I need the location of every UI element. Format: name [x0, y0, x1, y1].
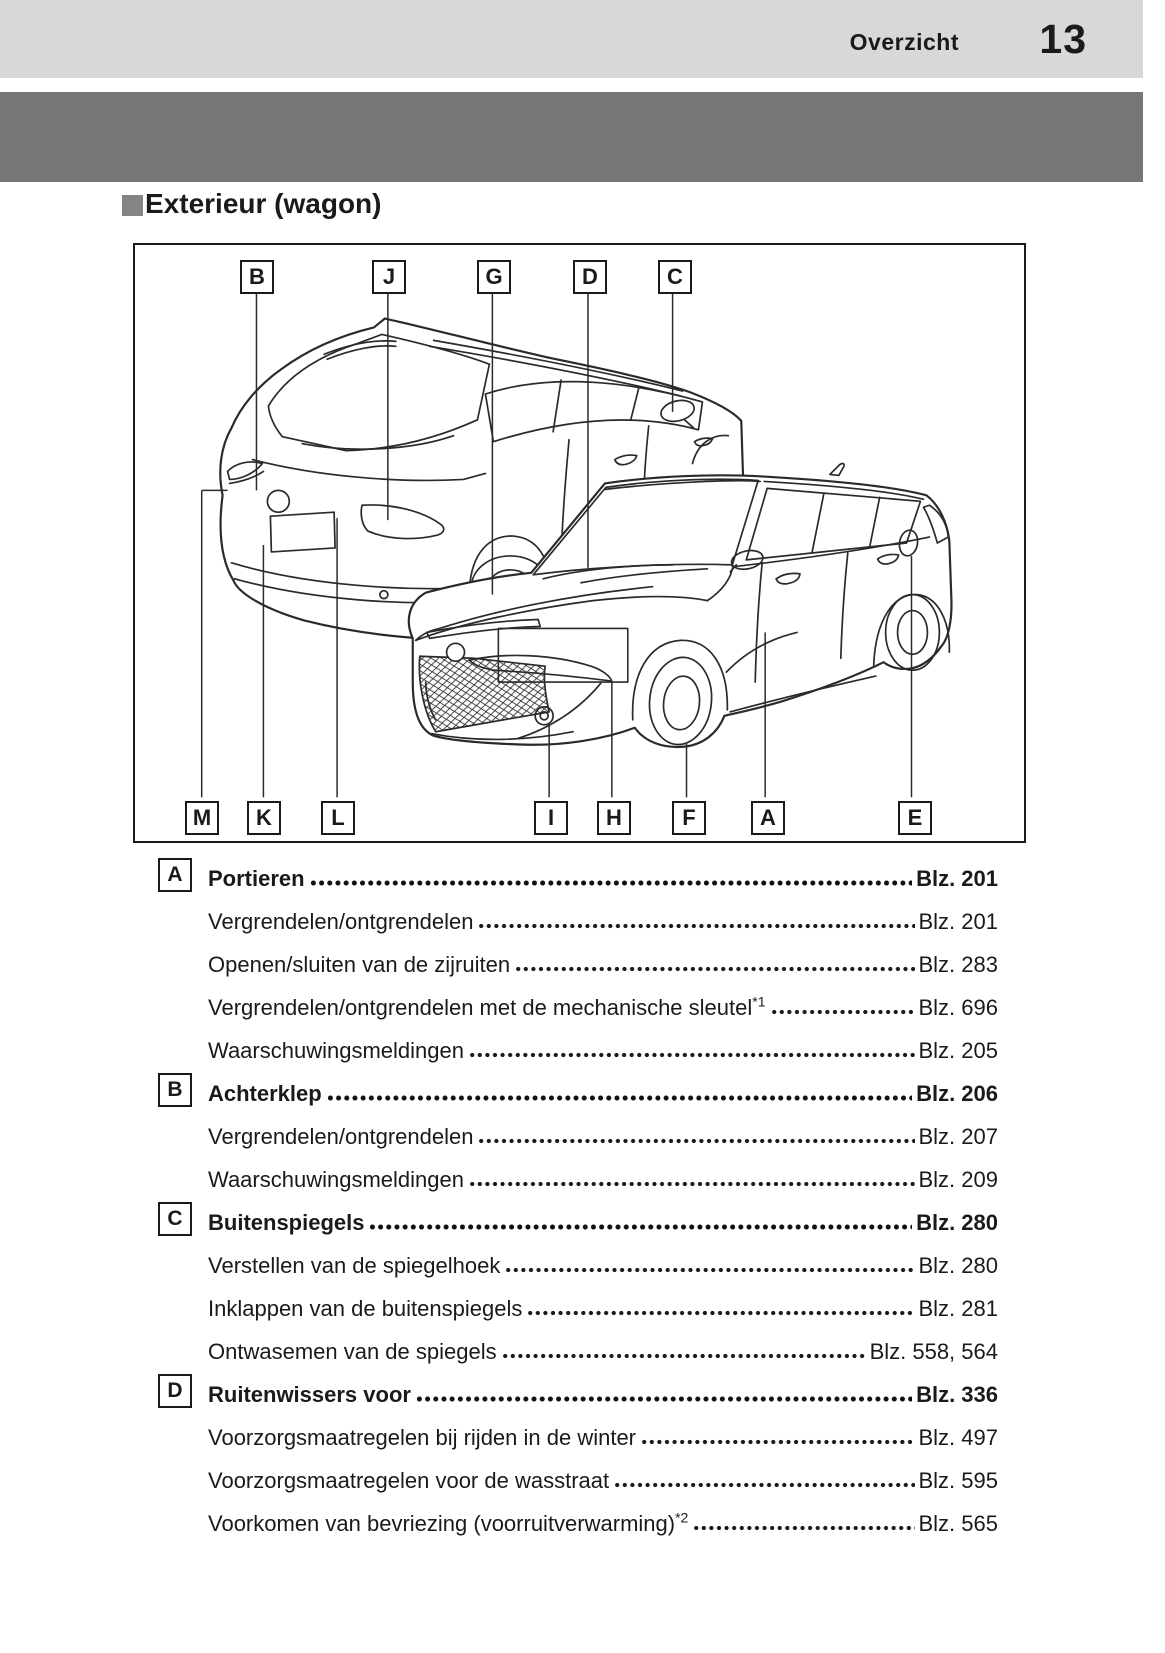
diagram-label-M: M — [185, 801, 219, 835]
section-title-text: Exterieur (wagon) — [145, 188, 382, 219]
dot-leader — [468, 1050, 915, 1060]
footnote-marker: *1 — [752, 993, 766, 1010]
header-page-number: 13 — [1039, 16, 1087, 62]
toc-entry-page: Blz. 283 — [918, 951, 999, 977]
toc-item-row: Voorzorgsmaatregelen bij rijden in de wi… — [208, 1413, 998, 1456]
toc-entry-page: Blz. 207 — [918, 1123, 999, 1149]
toc-entry-label: Voorzorgsmaatregelen bij rijden in de wi… — [208, 1424, 637, 1450]
toc-entry-page: Blz. 280 — [918, 1252, 999, 1278]
toc-item-row: Waarschuwingsmeldingen Blz. 205 — [208, 1026, 998, 1069]
dot-leader — [415, 1394, 913, 1404]
dot-leader — [326, 1093, 913, 1103]
toc-section-row: A Portieren Blz. 201 — [158, 854, 998, 897]
dot-leader — [369, 1222, 913, 1232]
toc-entry-label: Achterklep — [208, 1080, 322, 1106]
dot-leader — [309, 878, 913, 888]
diagram-label-L: L — [321, 801, 355, 835]
toc-item-row: Openen/sluiten van de zijruiten Blz. 283 — [208, 940, 998, 983]
toc-item-row: Vergrendelen/ontgrendelen Blz. 207 — [208, 1112, 998, 1155]
dot-leader — [468, 1179, 915, 1189]
dot-leader — [527, 1308, 915, 1318]
dot-leader — [478, 921, 915, 931]
toc-section-row: C Buitenspiegels Blz. 280 — [158, 1198, 998, 1241]
toc-item-row: Vergrendelen/ontgrendelen Blz. 201 — [208, 897, 998, 940]
toc-entry-label: Inklappen van de buitenspiegels — [208, 1295, 523, 1321]
diagram-label-F: F — [672, 801, 706, 835]
toc-entry-page: Blz. 201 — [916, 865, 998, 891]
toc-entry-page: Blz. 206 — [916, 1080, 998, 1106]
leader-lines — [200, 293, 913, 798]
toc-entry-label: Waarschuwingsmeldingen — [208, 1166, 464, 1192]
diagram-key-letter: D — [158, 1374, 192, 1408]
dot-leader — [693, 1523, 915, 1533]
toc-section-row: D Ruitenwissers voor Blz. 336 — [158, 1370, 998, 1413]
dot-leader — [641, 1437, 915, 1447]
toc-entry-label: Vergrendelen/ontgrendelen — [208, 1123, 474, 1149]
dot-leader — [478, 1136, 915, 1146]
footnote-marker: *2 — [675, 1509, 689, 1526]
toc-entry-page: Blz. 595 — [918, 1467, 999, 1493]
diagram-label-K: K — [247, 801, 281, 835]
toc-entry-page: Blz. 497 — [918, 1424, 999, 1450]
toc-entry-label: Buitenspiegels — [208, 1209, 365, 1235]
toc-entry-label: Openen/sluiten van de zijruiten — [208, 951, 511, 977]
toc-item-row: Inklappen van de buitenspiegels Blz. 281 — [208, 1284, 998, 1327]
toc-entry-page: Blz. 281 — [918, 1295, 999, 1321]
chapter-banner — [0, 92, 1143, 182]
diagram-label-I: I — [534, 801, 568, 835]
dot-leader — [505, 1265, 915, 1275]
diagram-label-J: J — [372, 260, 406, 294]
page-header: Overzicht 13 — [0, 0, 1143, 78]
toc-entry-page: Blz. 209 — [918, 1166, 999, 1192]
diagram-key-letter: A — [158, 858, 192, 892]
dot-leader — [515, 964, 915, 974]
diagram-label-G: G — [477, 260, 511, 294]
section-title: Exterieur (wagon) — [122, 188, 381, 220]
toc-entry-label: Voorzorgsmaatregelen voor de wasstraat — [208, 1467, 610, 1493]
diagram-label-E: E — [898, 801, 932, 835]
toc-entry-label: Portieren — [208, 865, 305, 891]
diagram-label-B: B — [240, 260, 274, 294]
toc-entry-label: Ruitenwissers voor — [208, 1381, 411, 1407]
dot-leader — [770, 1007, 915, 1017]
toc-entry-page: Blz. 565 — [918, 1510, 999, 1536]
header-chapter-title: Overzicht — [849, 29, 959, 55]
toc-item-row: Waarschuwingsmeldingen Blz. 209 — [208, 1155, 998, 1198]
toc-item-row: Vergrendelen/ontgrendelen met de mechani… — [208, 983, 998, 1026]
toc-entry-label: Ontwasemen van de spiegels — [208, 1338, 497, 1364]
toc-item-row: Voorkomen van bevriezing (voorruitverwar… — [208, 1499, 998, 1542]
diagram-label-A: A — [751, 801, 785, 835]
toc-item-row: Voorzorgsmaatregelen voor de wasstraat Bl… — [208, 1456, 998, 1499]
toc-entry-label: Vergrendelen/ontgrendelen met de mechani… — [208, 993, 766, 1020]
toc-entry-label: Waarschuwingsmeldingen — [208, 1037, 464, 1063]
toc-entry-page: Blz. 696 — [918, 994, 999, 1020]
toc-entry-label: Verstellen van de spiegelhoek — [208, 1252, 501, 1278]
section-bullet-icon — [122, 195, 143, 216]
toc-section-row: B Achterklep Blz. 206 — [158, 1069, 998, 1112]
car-front-view — [407, 462, 953, 749]
toc-entry-page: Blz. 336 — [916, 1381, 998, 1407]
toc-entry-label: Vergrendelen/ontgrendelen — [208, 908, 474, 934]
diagram-label-H: H — [597, 801, 631, 835]
diagram-label-C: C — [658, 260, 692, 294]
diagram-key-letter: B — [158, 1073, 192, 1107]
toc-item-row: Verstellen van de spiegelhoek Blz. 280 — [208, 1241, 998, 1284]
toc-entry-page: Blz. 280 — [916, 1209, 998, 1235]
dot-leader — [614, 1480, 915, 1490]
toc-entry-page: Blz. 201 — [918, 908, 999, 934]
toc-item-row: Ontwasemen van de spiegels Blz. 558, 564 — [208, 1327, 998, 1370]
toc-entry-page: Blz. 558, 564 — [869, 1338, 998, 1364]
car-line-art-svg — [200, 293, 953, 798]
dot-leader — [501, 1351, 866, 1361]
toc-entry-label: Voorkomen van bevriezing (voorruitverwar… — [208, 1509, 689, 1536]
toc-entry-page: Blz. 205 — [918, 1037, 999, 1063]
diagram-label-D: D — [573, 260, 607, 294]
diagram-key-letter: C — [158, 1202, 192, 1236]
